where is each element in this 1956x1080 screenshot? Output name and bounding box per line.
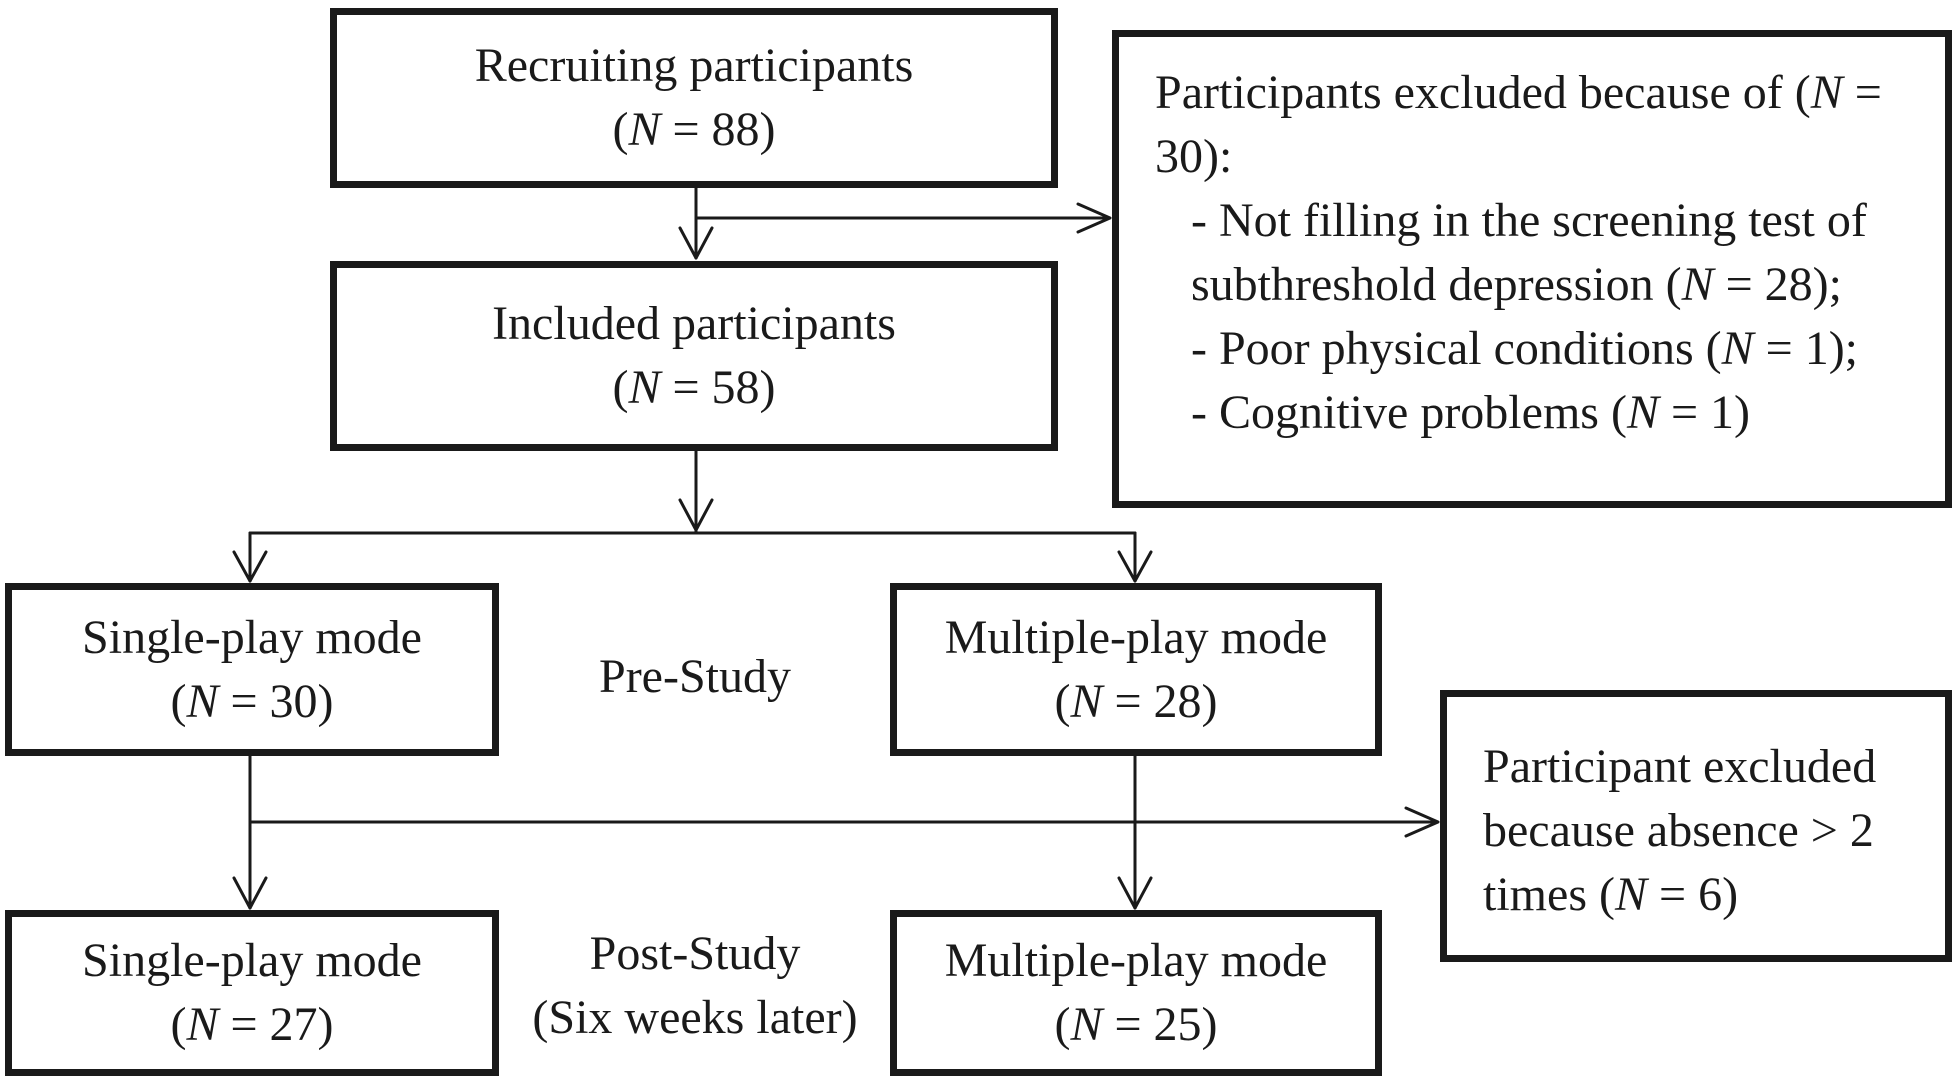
recruiting-count: (N = 88) [612,103,776,156]
post-multiple-title: Multiple-play mode [944,934,1328,987]
included-count: (N = 58) [612,361,776,414]
post-single-title: Single-play mode [82,934,422,987]
post-single-count: (N = 27) [170,998,334,1051]
excluded-reason-cognitive: - Cognitive problems (N = 1) [1191,386,1751,439]
excluded-absence-box: Participant excluded because absence > 2… [1440,690,1952,962]
post-study-label: Post-Study (Six weeks later) [520,922,870,1050]
included-title: Included participants [492,297,896,350]
arrowhead-included [678,226,714,260]
arrowhead-pre-multiple [1117,550,1153,583]
pre-single-title: Single-play mode [82,610,422,664]
excluded-initial-text: Participants excluded because of (N = 30… [1155,61,1925,445]
included-box: Included participants (N = 58) [330,261,1058,451]
pre-multiple-count: (N = 28) [1054,674,1218,728]
excluded-absence-text: Participant excluded because absence > 2… [1483,735,1925,927]
arrowhead-split [678,498,714,532]
excluded-initial-line-1: Participants excluded because of (N = [1155,66,1882,119]
pre-single-count: (N = 30) [170,674,334,728]
excluded-absence-line-1: Participant excluded [1483,740,1877,793]
recruiting-box: Recruiting participants (N = 88) [330,8,1058,188]
arrowhead-pre-single [232,550,268,583]
pre-single-box: Single-play mode (N = 30) [5,583,499,756]
excluded-absence-line-2: because absence > 2 [1483,804,1874,857]
excluded-reason-screening: - Not filling in the screening test of [1191,194,1867,247]
pre-multiple-title: Multiple-play mode [944,610,1328,664]
pre-multiple-box: Multiple-play mode (N = 28) [890,583,1382,756]
post-single-box: Single-play mode (N = 27) [5,910,499,1076]
arrowhead-excluded-initial [1076,202,1112,234]
arrowhead-post-multiple [1117,876,1153,910]
excluded-reason-screening-cont: subthreshold depression (N = 28); [1191,258,1842,311]
excluded-initial-line-2: 30): [1155,130,1233,183]
pre-study-label: Pre-Study [599,650,791,703]
post-multiple-box: Multiple-play mode (N = 25) [890,910,1382,1076]
arrowhead-excluded-absence [1404,806,1440,838]
arrowhead-post-single [232,876,268,910]
excluded-absence-line-3: times (N = 6) [1483,868,1739,921]
excluded-reason-physical: - Poor physical conditions (N = 1); [1191,322,1859,375]
post-study-label-line-1: Post-Study [589,927,801,980]
recruiting-title: Recruiting participants [474,39,914,92]
post-study-label-line-2: (Six weeks later) [532,991,858,1044]
excluded-initial-box: Participants excluded because of (N = 30… [1112,30,1952,508]
post-multiple-count: (N = 25) [1054,998,1218,1051]
